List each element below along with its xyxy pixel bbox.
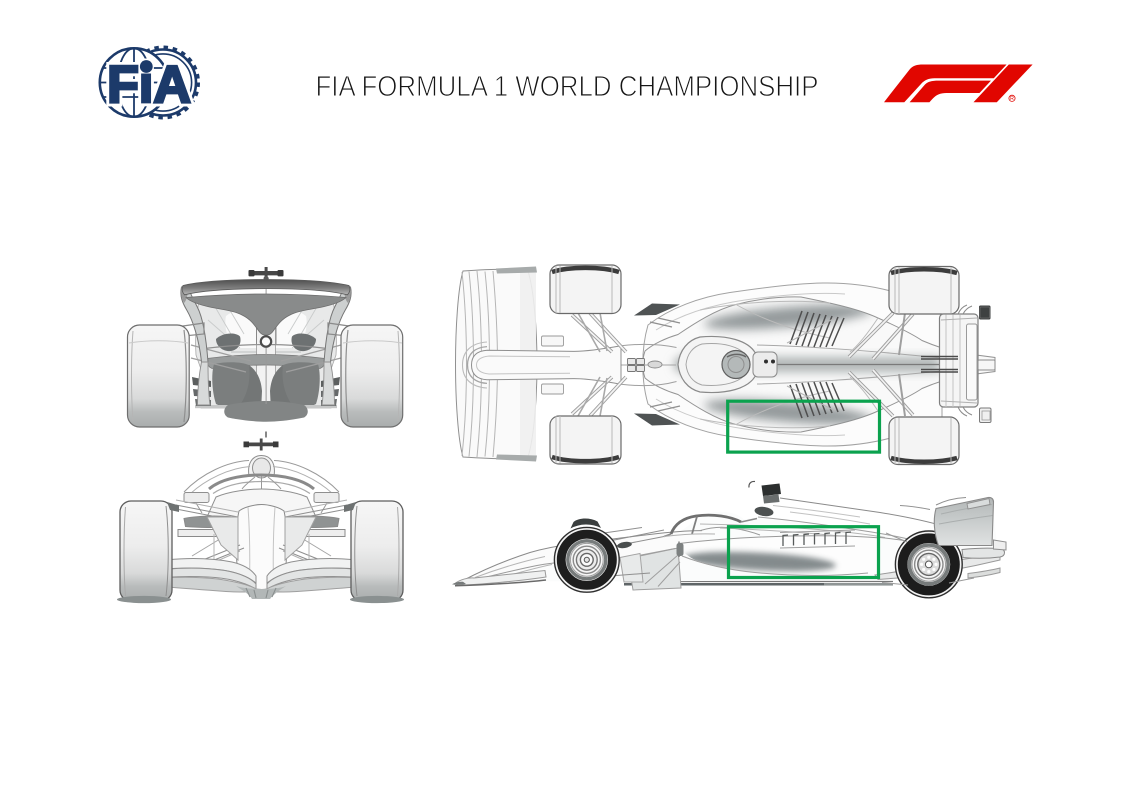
svg-text:R: R [1010,96,1014,102]
svg-text:FIA FORMULA 1 WORLD CHAMPIONSH: FIA FORMULA 1 WORLD CHAMPIONSHIP [316,71,819,103]
